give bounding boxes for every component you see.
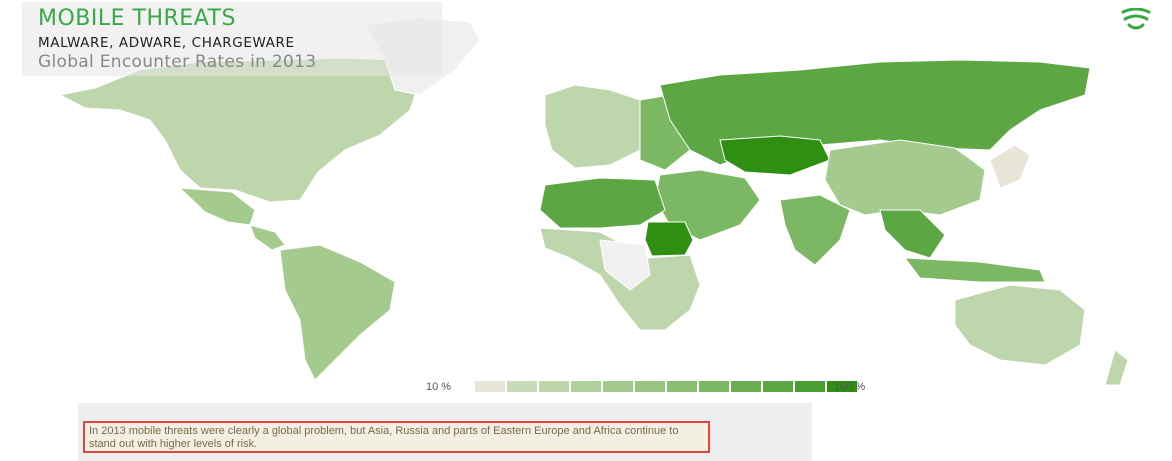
legend-color-scale: [475, 381, 859, 392]
legend-swatch: [699, 381, 729, 392]
region-western-europe: [544, 84, 651, 169]
legend-swatch: [475, 381, 505, 392]
note-text: In 2013 mobile threats were clearly a gl…: [83, 421, 710, 453]
legend-swatch: [507, 381, 537, 392]
region-new-zealand: [1104, 349, 1129, 386]
region-south-america: [279, 244, 396, 381]
legend-swatch: [731, 381, 761, 392]
region-central-africa: [599, 239, 651, 291]
legend-swatch: [763, 381, 793, 392]
legend-swatch: [539, 381, 569, 392]
legend-min-label: 10 %: [426, 381, 452, 393]
region-china: [824, 139, 986, 216]
region-central-america: [249, 224, 286, 251]
region-japan: [989, 144, 1031, 189]
map-subtitle: MALWARE, ADWARE, CHARGEWARE: [38, 35, 295, 51]
legend-swatch: [667, 381, 697, 392]
map-subtitle-secondary: Global Encounter Rates in 2013: [38, 52, 317, 72]
legend-swatch: [603, 381, 633, 392]
region-india: [779, 194, 851, 266]
region-southeast-asia: [879, 209, 946, 259]
legend-swatch: [827, 381, 857, 392]
world-map: [59, 17, 1129, 386]
map-title: MOBILE THREATS: [38, 6, 236, 31]
legend-swatch: [571, 381, 601, 392]
title-panel: [22, 2, 442, 76]
region-north-america: [59, 57, 421, 203]
region-indonesia: [904, 257, 1046, 283]
shield-wave-icon[interactable]: [1120, 8, 1152, 34]
legend-swatch: [635, 381, 665, 392]
region-australia: [954, 284, 1086, 366]
legend-max-label: 100 %: [834, 381, 866, 393]
region-sudan: [644, 221, 694, 257]
legend-swatch: [795, 381, 825, 392]
region-mexico: [179, 187, 256, 226]
region-kazakhstan: [719, 135, 831, 176]
region-north-africa: [539, 177, 666, 229]
